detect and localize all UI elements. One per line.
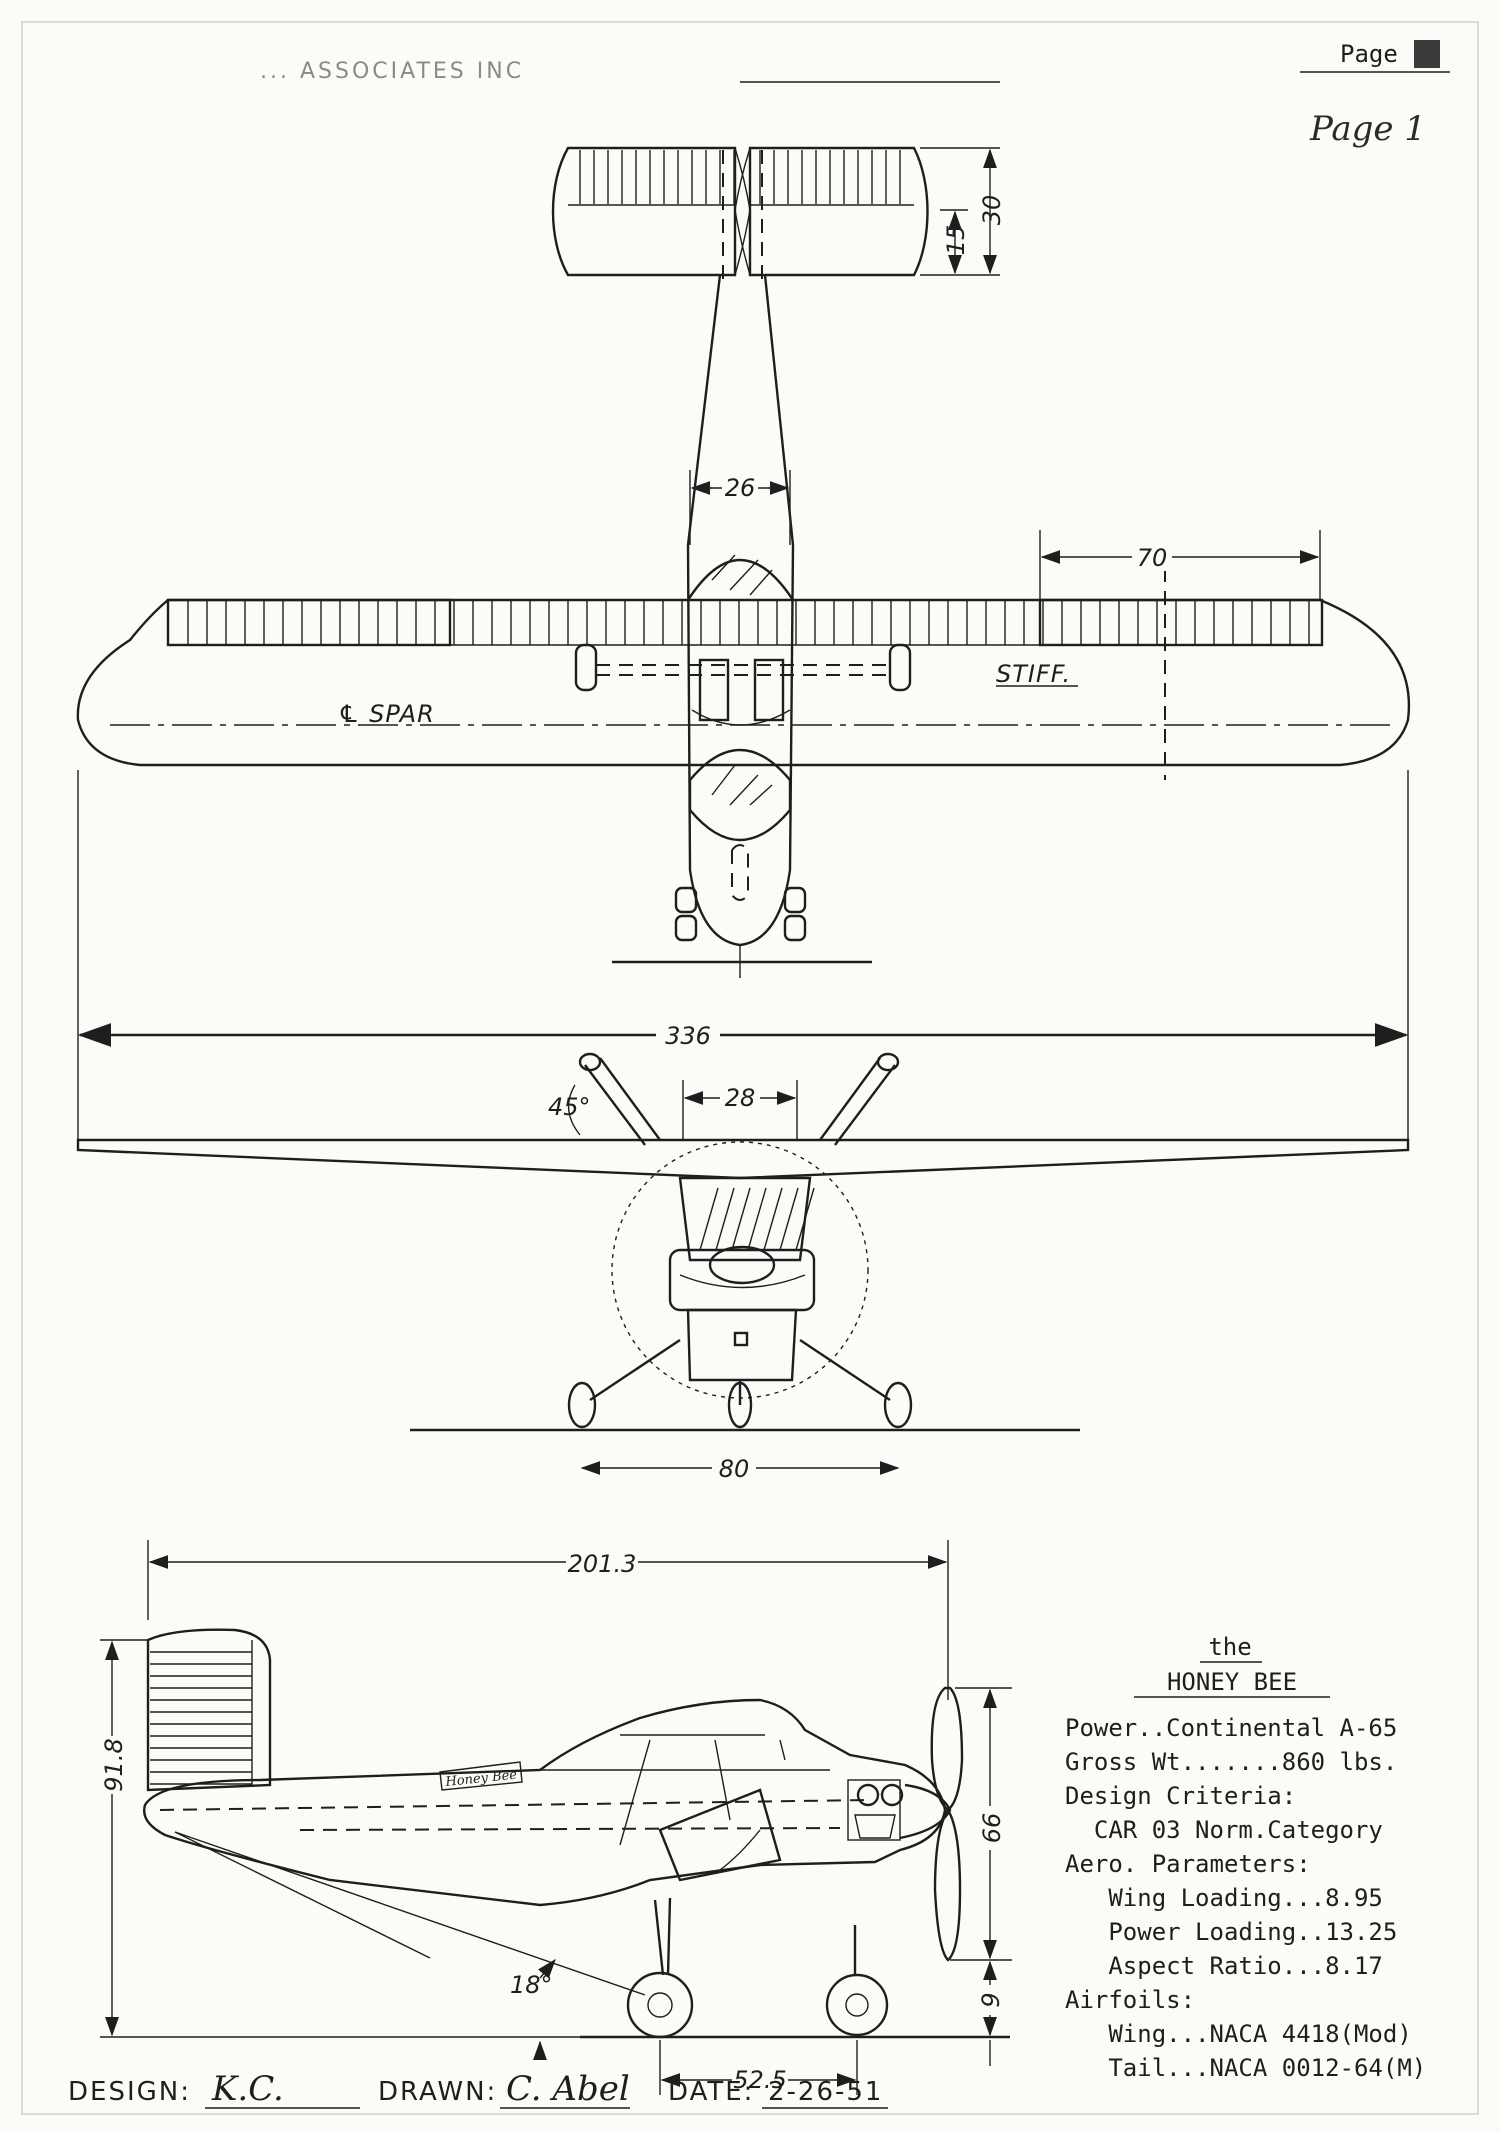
- dim-ground-clearance: 9: [977, 1992, 1005, 2007]
- label-stiff: STIFF.: [996, 660, 1071, 688]
- front-view: 45° 28 80: [76, 1052, 1410, 1483]
- spec-line: Tail...NACA 0012-64(M): [1065, 2054, 1426, 2082]
- drawn-signature: C. Abel: [506, 2069, 630, 2109]
- spec-line: Power..Continental A-65: [1065, 1714, 1397, 1742]
- dim-tail-half: 15: [942, 225, 970, 256]
- dim-side-angle: 18°: [510, 1971, 553, 1999]
- spec-line: CAR 03 Norm.Category: [1065, 1816, 1383, 1844]
- horizontal-tail: [551, 146, 929, 280]
- company-name: ... ASSOCIATES INC: [260, 59, 524, 84]
- dim-wheelbase: 52.5: [733, 2066, 786, 2094]
- title-footer: DESIGN: K.C. DRAWN: C. Abel DATE: 2-26-5…: [68, 2069, 888, 2109]
- spec-line: Aero. Parameters:: [1065, 1850, 1311, 1878]
- wing-plan: [76, 545, 1411, 780]
- spec-line: Power Loading..13.25: [1065, 1918, 1397, 1946]
- fuselage-logo: Honey Bee: [439, 1761, 523, 1791]
- spec-line: Wing...NACA 4418(Mod): [1065, 2020, 1412, 2048]
- dim-prop-diameter: 66: [978, 1813, 1006, 1844]
- spec-line: Wing Loading...8.95: [1065, 1884, 1383, 1912]
- label-spar: ℄ SPAR: [338, 700, 435, 728]
- page-note: Page 1: [1309, 109, 1426, 149]
- dim-aileron: 70: [1137, 544, 1168, 572]
- side-view: 201.3 Honey Bee: [98, 1540, 1012, 2095]
- top-view: 30 15 26: [76, 146, 1411, 1140]
- dim-tail-height: 30: [978, 195, 1006, 226]
- page-stamp-number: [1414, 40, 1440, 68]
- dim-side-height: 91.8: [100, 1738, 128, 1791]
- page-stamp: Page: [1340, 40, 1398, 68]
- dim-track: 80: [719, 1455, 750, 1483]
- design-signature: K.C.: [211, 2069, 284, 2109]
- dim-span: 336: [665, 1022, 711, 1050]
- dim-cabin-width: 28: [725, 1084, 756, 1112]
- dim-front-angle: 45°: [548, 1093, 591, 1121]
- dim-fuselage-width: 26: [725, 474, 756, 502]
- spec-line: Aspect Ratio...8.17: [1065, 1952, 1383, 1980]
- spec-line: Airfoils:: [1065, 1986, 1195, 2014]
- date-value: 2-26-51: [768, 2077, 883, 2107]
- drawn-label: DRAWN:: [378, 2077, 497, 2107]
- spec-title-the: the: [1208, 1633, 1251, 1661]
- design-label: DESIGN:: [68, 2077, 191, 2107]
- header: ... ASSOCIATES INC Page Page 1: [260, 40, 1450, 149]
- spec-line: Design Criteria:: [1065, 1782, 1296, 1810]
- date-label: DATE:: [668, 2077, 754, 2107]
- fuselage-plan: [612, 274, 872, 978]
- dim-length: 201.3: [568, 1550, 637, 1578]
- spec-block: the HONEY BEE Power..Continental A-65Gro…: [1065, 1633, 1426, 2082]
- spec-title-name: HONEY BEE: [1167, 1668, 1297, 1696]
- spec-line: Gross Wt.......860 lbs.: [1065, 1748, 1397, 1776]
- sheet-border: [21, 21, 1479, 2115]
